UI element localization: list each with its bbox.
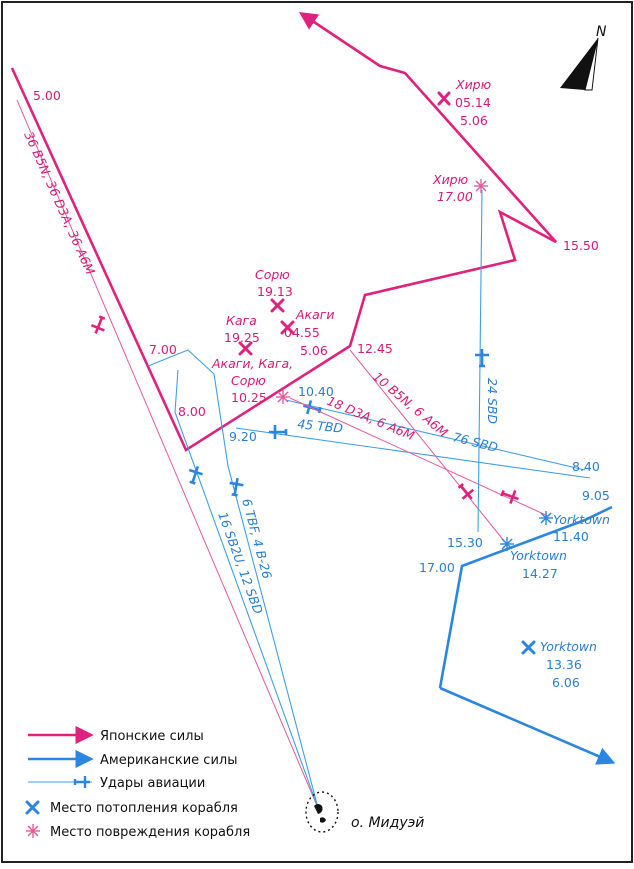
group-damage-name1: Акаги, Кага, (211, 356, 293, 371)
damage-marker-icon (474, 179, 488, 193)
sink-marker-icon (521, 640, 536, 655)
damage-marker-icon (26, 824, 40, 838)
jp-time-2: 8.00 (178, 404, 206, 419)
sink-marker-icon (238, 341, 253, 356)
legend-label-air: Удары авиации (100, 776, 205, 791)
yorktown-sink-time2: 6.06 (552, 675, 580, 690)
hiryu-sink-time1: 05.14 (455, 95, 491, 110)
group-damage-name2: Сорю (231, 373, 266, 388)
hiryu-sink-name: Хирю (455, 77, 491, 92)
us-time-2: 9.20 (229, 429, 257, 444)
plane-icon (73, 776, 90, 788)
plane-icon (90, 315, 106, 334)
akagi-sink-time2: 5.06 (300, 343, 328, 358)
hiryu-sink-time2: 5.06 (460, 113, 488, 128)
sink-marker-icon (25, 800, 40, 815)
strike-label-sbd76: 76 SBD (451, 429, 500, 455)
strike-label-tbd: 45 TBD (297, 416, 344, 436)
yorktown-damage1-name: Yorktown (553, 512, 610, 527)
island-label: о. Мидуэй (351, 815, 424, 831)
yorktown-damage1-time: 11.40 (553, 529, 589, 544)
north-arrow-icon: N (560, 24, 607, 91)
jp-time-0: 5.00 (33, 88, 61, 103)
strike-line-sbd24 (477, 189, 483, 533)
yorktown-damage2-name: Yorktown (510, 548, 567, 563)
us-time-5: 9.05 (582, 488, 610, 503)
strike-line-japanese-first (16, 99, 319, 809)
legend-label-american: Американские силы (100, 753, 237, 768)
us-time-3: 10.40 (298, 384, 334, 399)
american-route-south (439, 686, 616, 765)
japanese-route (10, 11, 557, 452)
hiryu-damage-time: 17.00 (437, 189, 473, 204)
plane-icon (188, 466, 203, 485)
legend: Японские силы Американские силы Удары ав… (25, 725, 250, 840)
hiryu-damage-name: Хирю (432, 172, 468, 187)
akagi-sink-name: Акаги (295, 307, 334, 322)
plane-icon (500, 490, 519, 505)
sink-marker-icon (280, 320, 295, 335)
damage-marker-icon (539, 511, 553, 525)
legend-label-japanese: Японские силы (100, 729, 204, 744)
strike-line-tbd (235, 427, 591, 479)
kaga-sink-time: 19.25 (224, 330, 260, 345)
akagi-sink-time1: 04.55 (284, 325, 320, 340)
damage-marker-icon (276, 390, 290, 404)
strike-line-d3a (289, 397, 549, 517)
kaga-sink-name: Кага (226, 313, 257, 328)
strike-line-b5n (349, 349, 506, 543)
plane-icon (457, 482, 475, 500)
strike-label-sbd24: 24 SBD (485, 378, 500, 424)
yorktown-sink-name: Yorktown (540, 639, 597, 654)
strike-label-japanese-first: 36 B5N, 36 D3A, 36 A6M (21, 129, 98, 277)
plane-icon (229, 477, 244, 497)
strike-line-midway-dive (174, 369, 319, 809)
us-time-0: 17.00 (419, 560, 455, 575)
damage-marker-icon (500, 537, 514, 551)
jp-time-1: 7.00 (149, 342, 177, 357)
american-route (438, 505, 613, 689)
soryu-sink-name: Сорю (255, 267, 290, 282)
us-time-1: 15.30 (447, 535, 483, 550)
strike-line-midway-torpedo (147, 349, 319, 809)
plane-icon (475, 349, 489, 368)
compass-label: N (596, 24, 607, 40)
jp-time-4: 15.50 (563, 238, 599, 253)
us-time-4: 8.40 (572, 459, 600, 474)
sink-marker-icon (437, 91, 451, 106)
yorktown-damage2-time: 14.27 (522, 566, 558, 581)
sink-marker-icon (270, 298, 285, 313)
plane-icon (269, 425, 288, 439)
legend-label-sink: Место потопления корабля (50, 801, 238, 816)
jp-time-3: 12.45 (357, 341, 393, 356)
soryu-sink-time: 19.13 (257, 284, 293, 299)
strike-line-sbd76 (285, 399, 586, 471)
legend-label-damage: Место повреждения корабля (50, 825, 250, 840)
yorktown-sink-time1: 13.36 (546, 657, 582, 672)
group-damage-time: 10.25 (231, 390, 267, 405)
midway-island (305, 791, 339, 833)
